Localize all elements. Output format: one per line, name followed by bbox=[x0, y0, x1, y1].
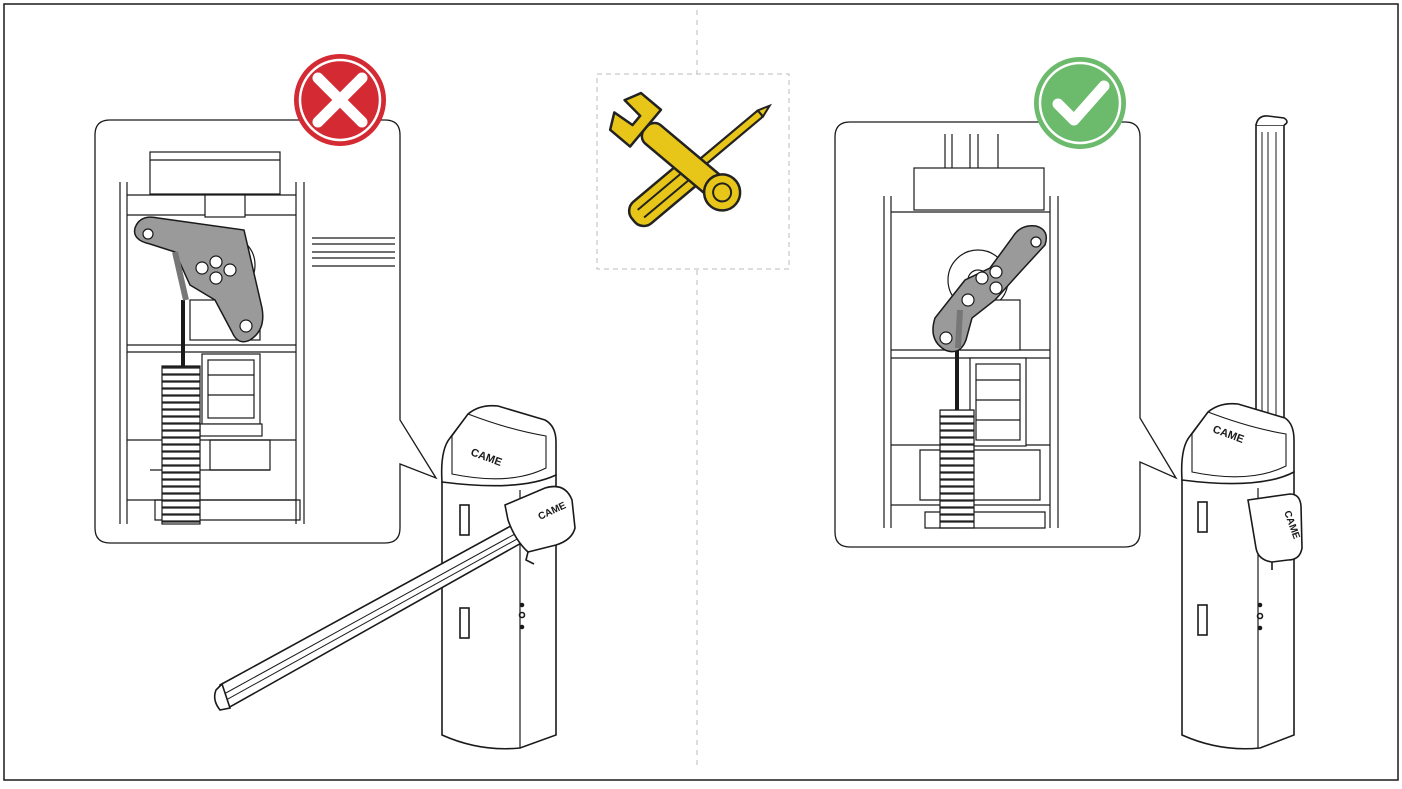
outer-frame bbox=[3, 3, 1399, 781]
x-mark-icon bbox=[294, 54, 386, 146]
correct-panel: CAME CAME bbox=[834, 57, 1303, 750]
wrong-panel: CAME CAME bbox=[94, 54, 576, 750]
tools-panel bbox=[596, 73, 790, 270]
boom-arm-horizontal bbox=[213, 485, 576, 711]
check-mark-icon bbox=[1034, 57, 1126, 149]
barrier-cabinet-right bbox=[1180, 402, 1303, 750]
mechanism-detail-correct bbox=[883, 134, 1059, 529]
wrench-and-screwdriver-icon bbox=[608, 91, 773, 228]
mechanism-detail-wrong bbox=[119, 151, 395, 525]
